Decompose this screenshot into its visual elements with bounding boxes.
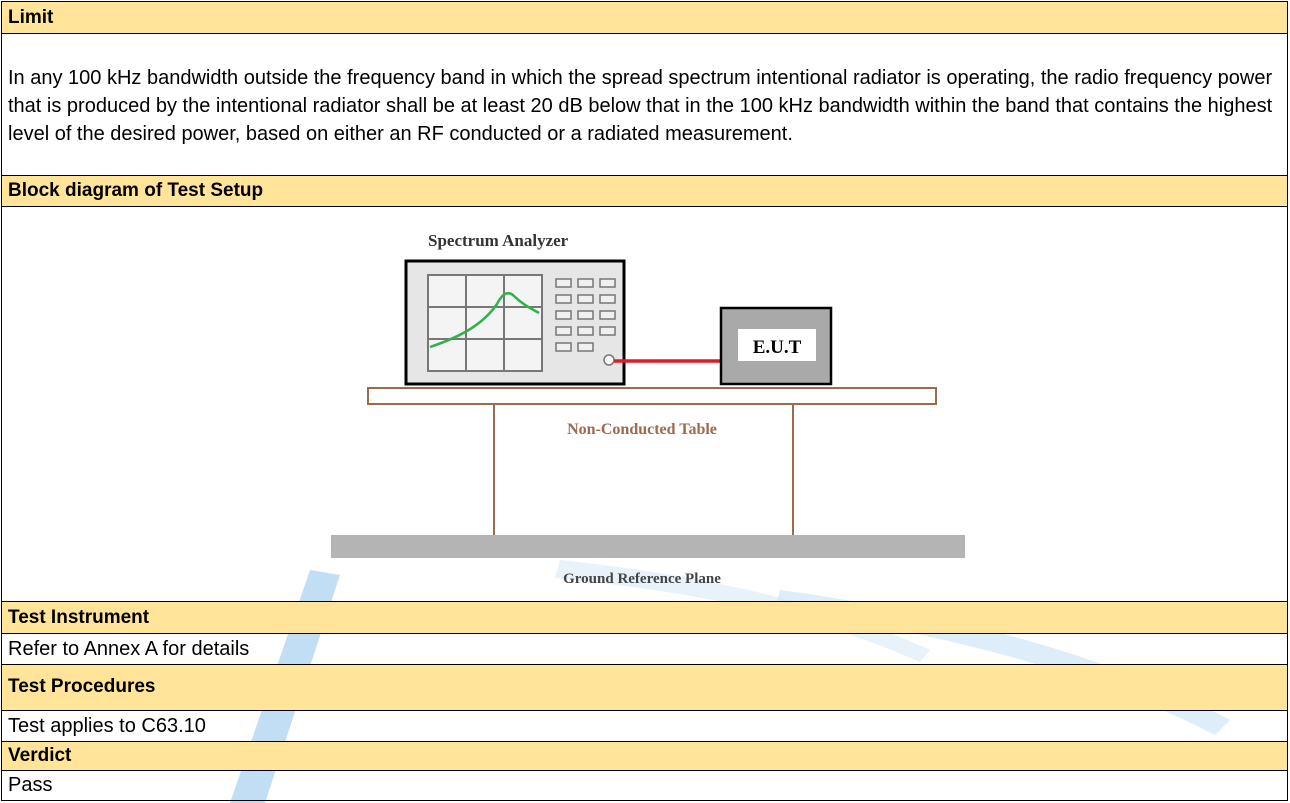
spectrum-analyzer-label: Spectrum Analyzer — [428, 231, 569, 250]
test-procedures-text: Test applies to C63.10 — [1, 709, 1288, 743]
verdict-text: Pass — [1, 769, 1288, 802]
block-diagram-header-row: Block diagram of Test Setup — [1, 174, 1288, 208]
analyzer-keypad — [555, 278, 616, 352]
block-diagram-cell: Spectrum Analyzer — [1, 206, 1288, 602]
ground-reference-plane — [331, 535, 965, 559]
test-instrument-text: Refer to Annex A for details — [1, 633, 1288, 665]
test-procedures-heading: Test Procedures — [1, 663, 1288, 711]
test-instrument-row: Refer to Annex A for details — [1, 633, 1288, 665]
spectrum-trace — [429, 292, 540, 349]
non-conducted-table — [367, 387, 937, 536]
test-setup-diagram: Spectrum Analyzer — [331, 231, 965, 587]
rf-port — [603, 354, 615, 366]
block-diagram-heading: Block diagram of Test Setup — [1, 174, 1288, 208]
block-diagram-row: Spectrum Analyzer — [1, 206, 1288, 602]
test-procedures-row: Test applies to C63.10 — [1, 709, 1288, 743]
verdict-row: Pass — [1, 769, 1288, 802]
ground-label: Ground Reference Plane — [563, 571, 721, 587]
verdict-header-row: Verdict — [1, 741, 1288, 771]
test-instrument-header-row: Test Instrument — [1, 600, 1288, 635]
limit-text: In any 100 kHz bandwidth outside the fre… — [1, 33, 1288, 176]
verdict-heading: Verdict — [1, 741, 1288, 771]
limit-heading: Limit — [1, 0, 1288, 35]
eut-device: E.U.T — [719, 306, 833, 386]
spectrum-analyzer — [404, 259, 626, 386]
test-instrument-heading: Test Instrument — [1, 600, 1288, 635]
analyzer-screen — [427, 274, 543, 373]
limit-row: In any 100 kHz bandwidth outside the fre… — [1, 33, 1288, 176]
table-label: Non-Conducted Table — [567, 421, 717, 438]
eut-label: E.U.T — [753, 337, 802, 358]
test-procedures-header-row: Test Procedures — [1, 663, 1288, 711]
limit-header-row: Limit — [1, 0, 1288, 35]
